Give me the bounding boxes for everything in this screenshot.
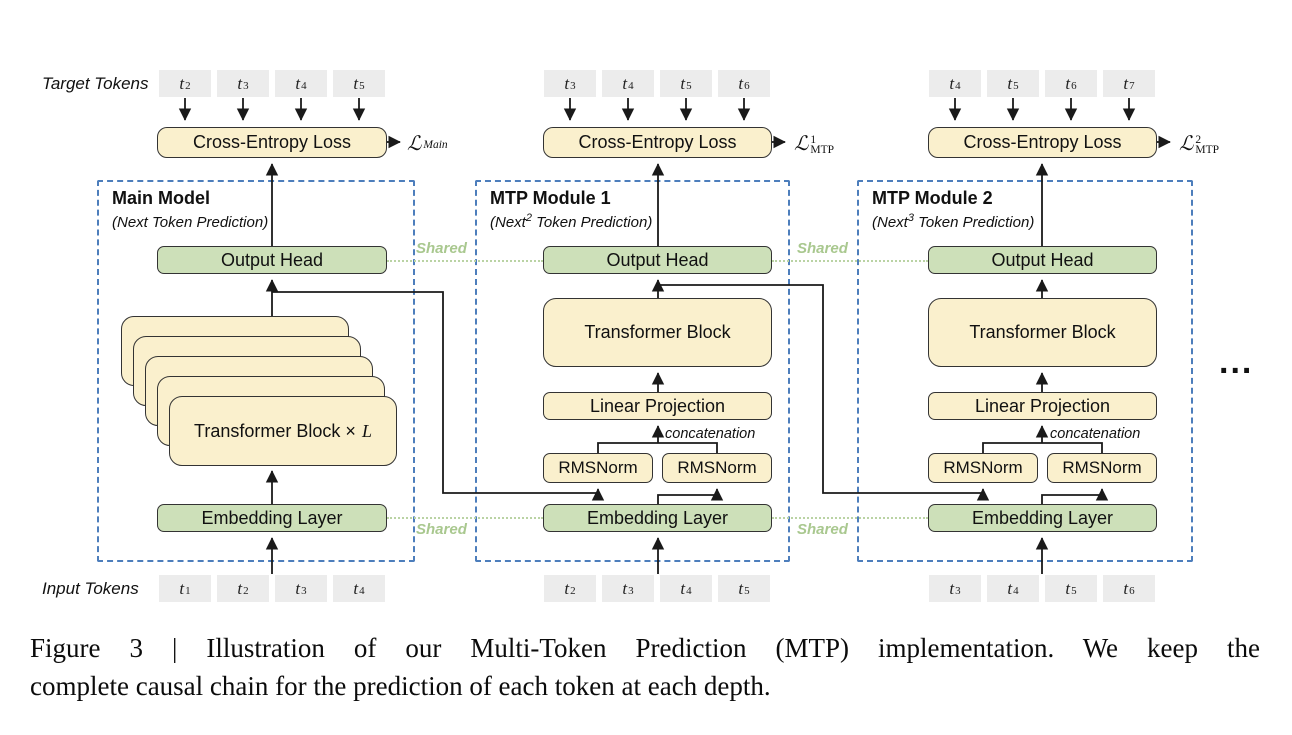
mtp2-cross-entropy-loss-box: Cross-Entropy Loss [928,127,1157,158]
shared-label: Shared [416,521,467,538]
input-tokens-label: Input Tokens [42,579,139,598]
mtp1-subtitle: (Next2 Token Prediction) [490,212,653,231]
mtp2-linear-projection-box: Linear Projection [928,392,1157,420]
mtp2-transformer-block-box: Transformer Block [928,298,1157,367]
main-model-title: Main Model [112,188,210,208]
shared-link-output-head-2 [772,260,928,262]
shared-label: Shared [797,240,848,257]
shared-link-embedding-1 [387,517,543,519]
mtp2-subtitle: (Next3 Token Prediction) [872,212,1035,231]
main-model-subtitle: (Next Token Prediction) [112,214,269,231]
main-output-head-box: Output Head [157,246,387,274]
script-l-symbol: ℒ [794,131,809,155]
caption-line-2: complete causal chain for the prediction… [30,671,771,701]
mtp1-concatenation-label: concatenation [665,426,756,442]
transformer-stack-front-box: Transformer Block ×L [169,396,397,466]
mtp1-cross-entropy-loss-box: Cross-Entropy Loss [543,127,772,158]
shared-link-output-head-1 [387,260,543,262]
mtp2-rmsnorm-left-box: RMSNorm [928,453,1038,483]
mtp2-embedding-layer-box: Embedding Layer [928,504,1157,532]
mtp1-transformer-block-box: Transformer Block [543,298,772,367]
mtp1-rmsnorm-left-box: RMSNorm [543,453,653,483]
script-l-symbol: ℒ [407,131,422,155]
main-cross-entropy-loss-box: Cross-Entropy Loss [157,127,387,158]
script-l-symbol: ℒ [1179,131,1194,155]
shared-label: Shared [416,240,467,257]
mtp1-rmsnorm-right-box: RMSNorm [662,453,772,483]
main-embedding-layer-box: Embedding Layer [157,504,387,532]
mtp1-title: MTP Module 1 [490,188,611,208]
figure-caption: Figure 3 | Illustration of our Multi-Tok… [30,629,1260,705]
mtp2-concatenation-label: concatenation [1050,426,1141,442]
shared-label: Shared [797,521,848,538]
mtp2-title: MTP Module 2 [872,188,993,208]
shared-link-embedding-2 [772,517,928,519]
continuation-ellipsis: ... [1219,343,1254,381]
mtp2-rmsnorm-right-box: RMSNorm [1047,453,1157,483]
mtp1-output-head-box: Output Head [543,246,772,274]
mtp2-output-head-box: Output Head [928,246,1157,274]
caption-line-1: Figure 3 | Illustration of our Multi-Tok… [30,633,1260,663]
target-tokens-label: Target Tokens [42,74,149,93]
mtp1-embedding-layer-box: Embedding Layer [543,504,772,532]
mtp1-linear-projection-box: Linear Projection [543,392,772,420]
